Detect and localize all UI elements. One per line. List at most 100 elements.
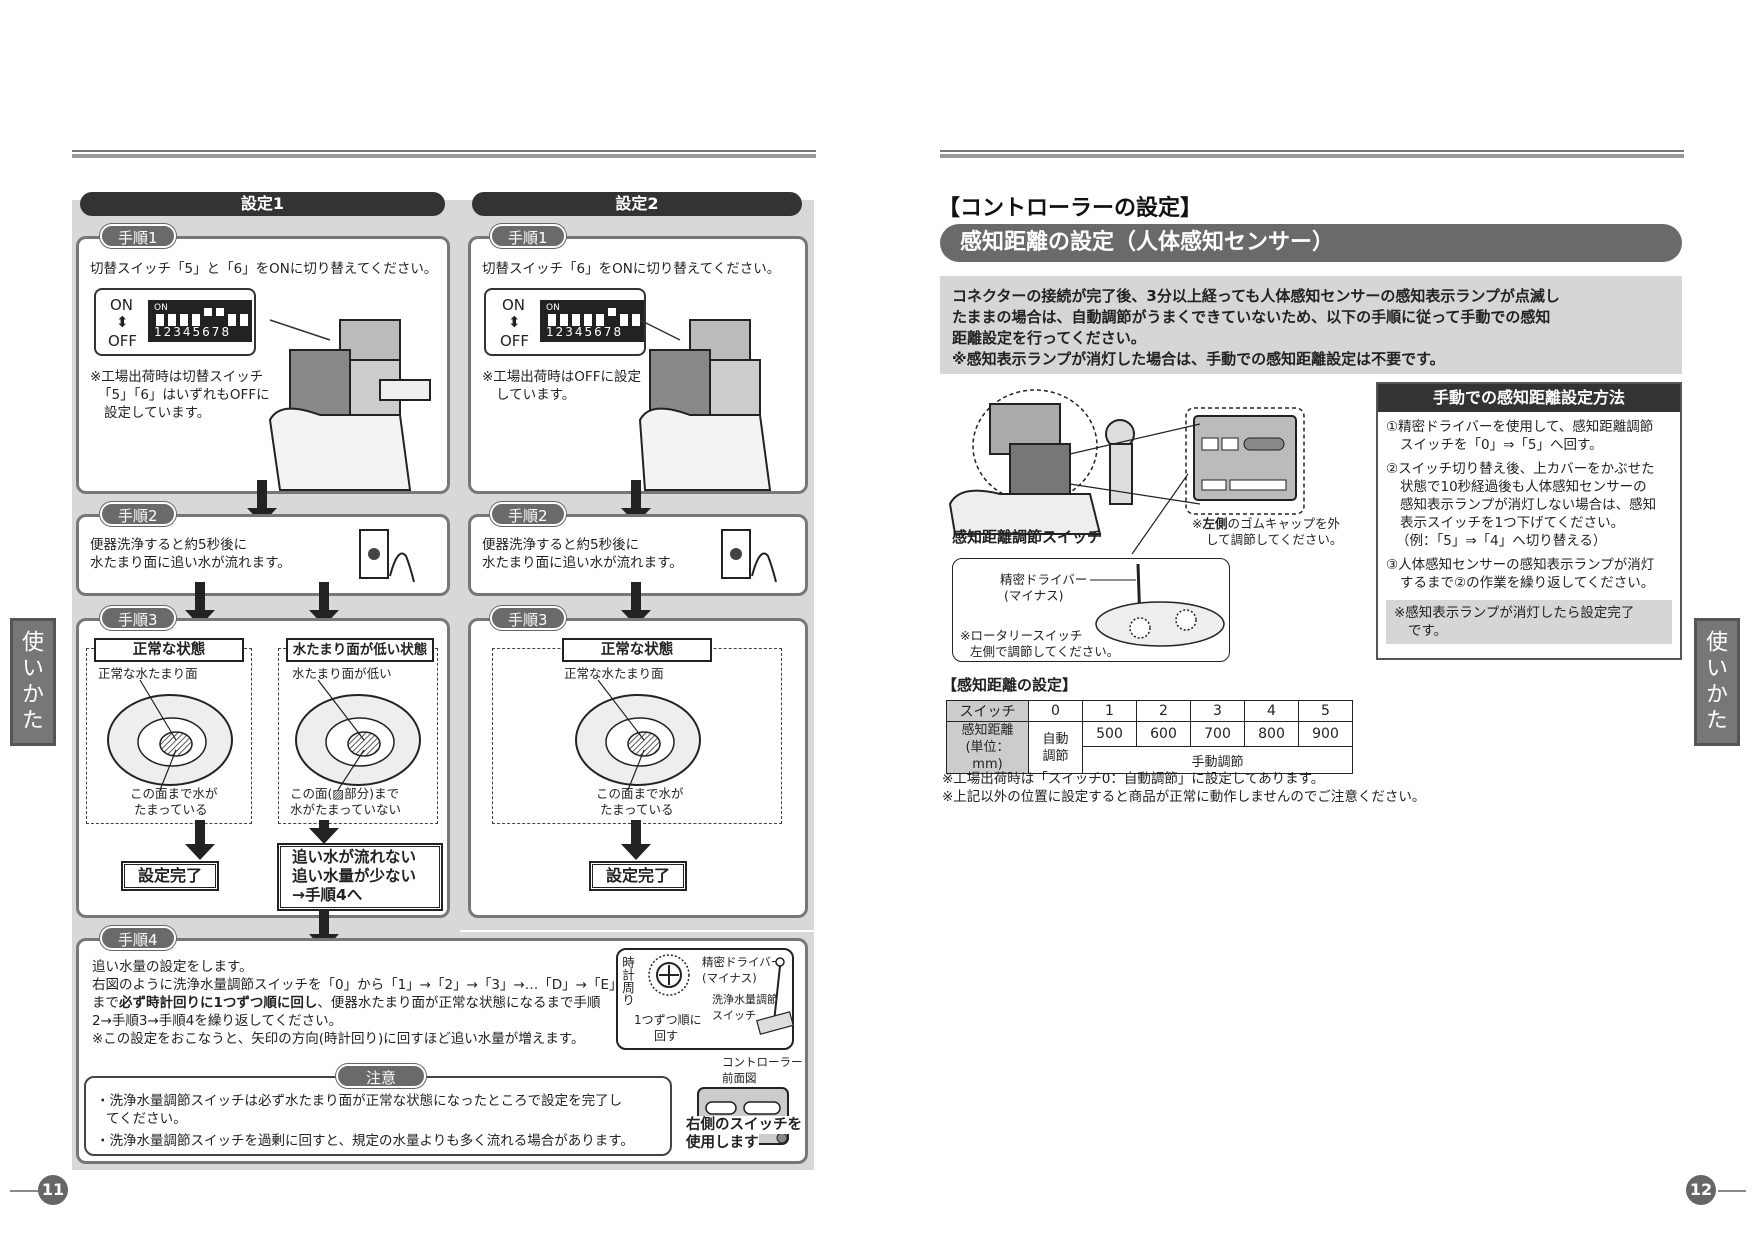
next-step-box	[277, 843, 443, 911]
footnote-1: ※工場出荷時は「スイッチ0：自動調節」に設定してあります。	[942, 771, 1325, 787]
table-value-2: 600	[1136, 720, 1191, 748]
table-manual-cell: 手動調節	[1082, 746, 1353, 774]
next-step-line3: →手順4へ	[292, 886, 363, 904]
dip-sw	[596, 314, 604, 326]
right-side-tab[interactable]: 使いかた	[1694, 618, 1740, 746]
setting2-step1-note1: ※工場出荷時はOFFに設定	[482, 369, 641, 385]
setting2-step3-tag: 手順3	[490, 606, 566, 630]
dip-off-label-1: OFF	[108, 332, 138, 350]
intro-line1: コネクターの接続が完了後、3分以上経っても人体感知センサーの感知表示ランプが点滅…	[952, 287, 1560, 305]
setting1-step1-tag: 手順1	[100, 224, 176, 248]
table-value-3: 700	[1190, 720, 1245, 748]
hand-sensor-icon-1	[359, 529, 415, 583]
auto-1: 自動	[1042, 731, 1069, 747]
dip-sw	[608, 308, 616, 316]
white-gap	[460, 930, 816, 932]
manual-method-box: 手動での感知距離設定方法 ①精密ドライバーを使用して、感知距離調節スイッチを「0…	[1376, 382, 1682, 660]
table-col-1: 1	[1082, 700, 1137, 722]
rotary-note-1: ※ロータリースイッチ	[960, 628, 1083, 643]
method-s3b: するまで②の作業を繰り返してください。	[1400, 575, 1655, 591]
setting2-step2-line2: 水たまり面に追い水が流れます。	[482, 555, 683, 571]
dip-sw	[192, 314, 200, 326]
low-bottom-2: 水がたまっていない	[290, 802, 402, 817]
table-col-2: 2	[1136, 700, 1191, 722]
method-s1a: ①精密ドライバーを使用して、感知距離調節	[1386, 419, 1654, 435]
setting1-step3-tag: 手順3	[100, 606, 176, 630]
use-right-switch-1: 右側のスイッチを	[686, 1116, 802, 1134]
step4-line3: まで必ず時計回りに1つずつ順に回し、便器水たまり面が正常な状態になるまで手順	[92, 994, 601, 1012]
toilet-bowl-normal	[107, 679, 233, 791]
step4-line5: ※この設定をおこなうと、矢印の方向(時計回り)に回すほど追い水量が増えます。	[92, 1031, 585, 1047]
setting2-step2-line1: 便器洗浄すると約5秒後に	[482, 537, 640, 553]
cap-note-line1: ※左側のゴムキャップを外	[1192, 516, 1340, 532]
setting2-step1-instruction: 切替スイッチ「6」をONに切り替えてください。	[482, 261, 781, 277]
footnote-2: ※上記以外の位置に設定すると商品が正常に動作しませんのでご注意ください。	[942, 789, 1426, 805]
driver-label-1: 精密ドライバー	[1000, 572, 1088, 587]
setting2-done-box: 設定完了	[589, 861, 687, 891]
screwdriver-icon	[756, 957, 794, 1035]
dip-switch-1: ON 12345678	[148, 300, 252, 342]
setting1-step1-note2: 「5」「6」はいずれもOFFに	[98, 387, 270, 403]
right-intro-box: コネクターの接続が完了後、3分以上経っても人体感知センサーの感知表示ランプが点滅…	[940, 276, 1682, 374]
method-s3a: ③人体感知センサーの感知表示ランプが消灯	[1386, 557, 1655, 573]
setting1-step1-instruction: 切替スイッチ「5」と「6」をONに切り替えてください。	[90, 261, 438, 277]
use-right-switch-2: 使用します	[686, 1134, 759, 1152]
table-value-5: 900	[1298, 720, 1353, 748]
dip-on-label-1: ON	[110, 296, 134, 314]
table-col-0: 0	[1028, 700, 1083, 722]
normal-bottom-1: この面まで水が	[130, 786, 218, 801]
method-note1: ※感知表示ランプが消灯したら設定完了	[1394, 605, 1635, 621]
step4-line3c: 、便器水たまり面が正常な状態になるまで手順	[317, 995, 601, 1011]
normal-water-caption: 正常な水たまり面	[98, 666, 198, 681]
rotary-dial-icon	[648, 954, 690, 996]
table-col-5: 5	[1298, 700, 1353, 722]
intro-line3: 距離設定を行ってください。	[952, 329, 1146, 347]
dip-sw	[240, 314, 248, 326]
dip-sw	[620, 314, 628, 326]
low-state-label: 水たまり面が低い状態	[286, 638, 434, 662]
table-row: 手動調節	[947, 746, 1353, 774]
row-label-2: (単位：mm)	[965, 740, 1010, 772]
rotary-switch-detail	[1090, 563, 1225, 647]
method-s2d: 表示スイッチを1つ下げてください。	[1400, 515, 1625, 531]
setting1-step2-line2: 水たまり面に追い水が流れます。	[90, 555, 291, 571]
dial-bottom-1: 1つずつ順に	[634, 1013, 702, 1027]
dial-left-label: 時計周り	[620, 956, 635, 1006]
caution-tag: 注意	[336, 1064, 427, 1088]
left-page-number: 11	[38, 1175, 68, 1205]
table-auto-cell: 自動調節	[1028, 721, 1083, 774]
dial-switch-label-1: 洗浄水量調節	[712, 993, 778, 1006]
table-row-label: 感知距離(単位：mm)	[946, 721, 1029, 774]
dip-sw	[180, 314, 188, 326]
sensing-switch-label: 感知距離調節スイッチ	[952, 528, 1103, 546]
right-section-title: 【コントローラーの設定】	[938, 196, 1203, 221]
sensor-controller-diagram	[948, 389, 1305, 535]
step4-line2: 右図のように洗浄水量調節スイッチを「0」から「1」→「2」→「3」→…「D」→「…	[92, 977, 669, 993]
table-title: 【感知距離の設定】	[942, 676, 1078, 694]
dip-sw	[584, 314, 592, 326]
cap-note-1a: ※	[1192, 516, 1203, 531]
leader-line	[1131, 473, 1189, 555]
s2-normal-state-label: 正常な状態	[562, 638, 712, 662]
top-rule-left	[72, 150, 816, 158]
hand-sensor-icon-2	[721, 529, 777, 583]
dip-updown-arrow-icon-2: ⬍	[508, 313, 521, 331]
caution-line1a: ・洗浄水量調節スイッチは必ず水たまり面が正常な状態になったところで設定を完了し	[96, 1093, 623, 1109]
s2-normal-bottom-1: この面まで水が	[596, 786, 684, 801]
toilet-bowl-s2	[575, 679, 701, 791]
setting2-step2-tag: 手順2	[490, 502, 566, 526]
dip-switch-2: ON 12345678	[540, 300, 644, 342]
intro-line4: ※感知表示ランプが消灯した場合は、手動での感知距離設定は不要です。	[952, 350, 1445, 368]
setting1-step2-line1: 便器洗浄すると約5秒後に	[90, 537, 248, 553]
setting1-step2-tag: 手順2	[100, 502, 176, 526]
step4-line3a: まで	[92, 995, 119, 1011]
table-header-switch: スイッチ	[946, 700, 1029, 722]
dip-on-text: ON	[546, 303, 560, 313]
table-value-4: 800	[1244, 720, 1299, 748]
cap-note-line2: して調節してください。	[1206, 532, 1343, 547]
table-value-1: 500	[1082, 720, 1137, 748]
dial-driver-label-1: 精密ドライバー	[702, 955, 783, 969]
right-footer-line	[1718, 1190, 1746, 1192]
dip-sw	[548, 314, 556, 326]
left-side-tab[interactable]: 使いかた	[10, 618, 56, 746]
